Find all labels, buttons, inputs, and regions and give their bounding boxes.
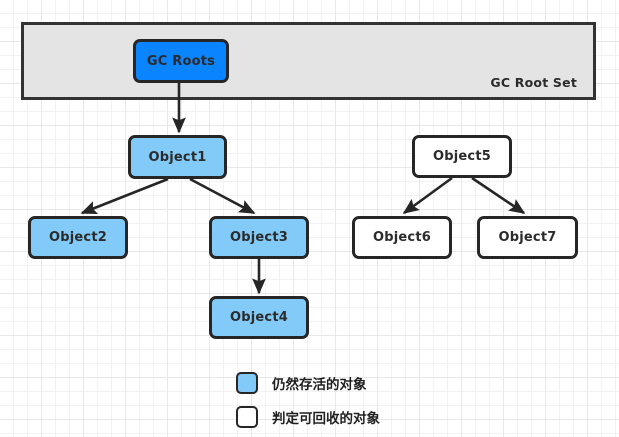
node-object1[interactable]: Object1 <box>128 135 227 179</box>
legend-item: 判定可回收的对象 <box>236 400 380 434</box>
node-object7[interactable]: Object7 <box>477 216 578 259</box>
node-label: Object3 <box>230 230 288 245</box>
node-object6[interactable]: Object6 <box>352 216 452 259</box>
node-label: Object5 <box>433 149 491 164</box>
gc-root-set-label: GC Root Set <box>490 75 577 90</box>
node-object2[interactable]: Object2 <box>28 216 128 259</box>
edge-object1-to-object3 <box>189 177 256 215</box>
node-label: GC Roots <box>146 53 216 69</box>
legend-item: 仍然存活的对象 <box>236 366 380 400</box>
legend-swatch-dead <box>236 406 258 428</box>
node-label: Object2 <box>49 230 107 245</box>
edge-object5-to-object7 <box>471 176 526 215</box>
legend-label-dead: 判定可回收的对象 <box>272 411 380 427</box>
legend-swatch-alive <box>236 372 258 394</box>
gc-root-set-container: GC Root Set <box>21 22 596 100</box>
node-label: Object4 <box>230 310 288 325</box>
node-object3[interactable]: Object3 <box>209 216 309 259</box>
legend-label-alive: 仍然存活的对象 <box>272 377 367 393</box>
node-object4[interactable]: Object4 <box>209 296 309 339</box>
legend: 仍然存活的对象 判定可回收的对象 <box>236 366 380 434</box>
edge-object5-to-object6 <box>402 176 453 215</box>
node-label: Object7 <box>498 230 557 245</box>
node-gc-roots[interactable]: GC Roots <box>133 39 229 83</box>
edge-object1-to-object2 <box>80 177 169 215</box>
node-label: Object1 <box>148 149 207 165</box>
node-label: Object6 <box>373 230 431 245</box>
node-object5[interactable]: Object5 <box>412 135 512 178</box>
